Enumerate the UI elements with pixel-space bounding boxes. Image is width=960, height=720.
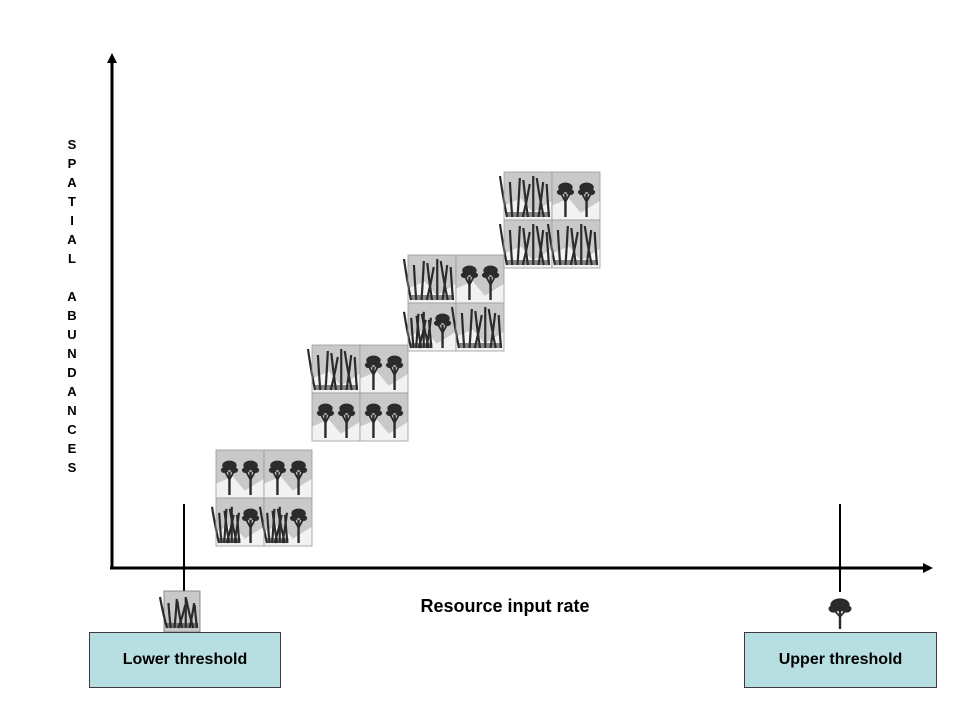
x-axis-label: Resource input rate bbox=[420, 596, 590, 616]
vegetation-stage-3 bbox=[402, 254, 505, 352]
y-axis-label-letter: B bbox=[67, 308, 77, 323]
vegetation-tile-grass bbox=[498, 171, 553, 221]
y-axis-label-letter: E bbox=[67, 441, 77, 456]
vegetation-stage-4 bbox=[498, 171, 601, 269]
vegetation-tile-shrub bbox=[359, 344, 409, 394]
vegetation-tile-shrub bbox=[215, 449, 265, 499]
vegetation-tile-shrub bbox=[551, 171, 601, 221]
vegetation-tile-shrub bbox=[455, 254, 505, 304]
y-axis-label-letter: N bbox=[67, 403, 77, 418]
upper-threshold-label: Upper threshold bbox=[778, 651, 903, 668]
vegetation-tile-mixed bbox=[258, 497, 313, 547]
y-axis-label-letter: A bbox=[67, 289, 77, 304]
y-axis-label-letter: C bbox=[67, 422, 77, 437]
vegetation-stages bbox=[210, 171, 601, 547]
y-axis-label-letter: S bbox=[67, 460, 77, 475]
y-axis-label-letter: A bbox=[67, 384, 77, 399]
shrub-icon bbox=[824, 592, 856, 632]
vegetation-tile-grass bbox=[450, 302, 505, 352]
lower-threshold-label: Lower threshold bbox=[122, 651, 248, 668]
upper-threshold-box: Upper threshold bbox=[744, 632, 937, 688]
y-axis-label-letter: U bbox=[67, 327, 77, 342]
lower-threshold-box: Lower threshold bbox=[89, 632, 281, 688]
vegetation-tile-shrub bbox=[311, 392, 361, 442]
y-axis-label-letter: D bbox=[67, 365, 77, 380]
y-axis-label-letter: A bbox=[67, 175, 77, 190]
vegetation-tile-grass bbox=[402, 254, 457, 304]
vegetation-tile-grass bbox=[306, 344, 361, 394]
y-axis-label-letter: A bbox=[67, 232, 77, 247]
vegetation-stage-2 bbox=[306, 344, 409, 442]
vegetation-tile-grass bbox=[498, 219, 553, 269]
grass-tuft-icon bbox=[158, 590, 201, 633]
vegetation-tile-shrub bbox=[359, 392, 409, 442]
y-axis-label-letter: T bbox=[68, 194, 76, 209]
y-axis-label-letter: L bbox=[68, 251, 76, 266]
vegetation-tile-mixed bbox=[402, 302, 457, 352]
y-axis-label-letter: I bbox=[70, 213, 74, 228]
vegetation-tile-shrub bbox=[263, 449, 313, 499]
vegetation-stage-1 bbox=[210, 449, 313, 547]
vegetation-tile-mixed bbox=[210, 497, 265, 547]
vegetation-tile-grass bbox=[546, 219, 601, 269]
y-axis-label-letter: P bbox=[67, 156, 77, 171]
y-axis-label-letter: N bbox=[67, 346, 77, 361]
y-axis-label-letter: S bbox=[67, 137, 77, 152]
